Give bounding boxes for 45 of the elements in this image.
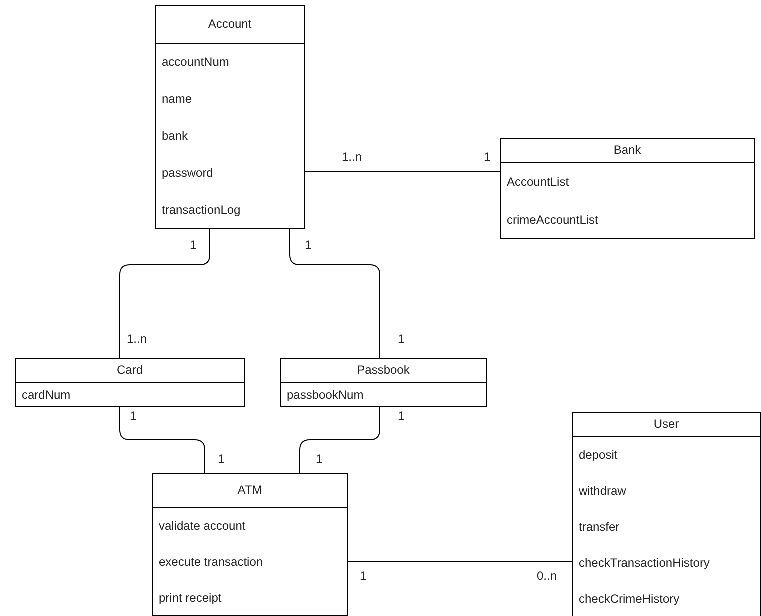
class-box	[15, 358, 245, 407]
attribute-text: transfer	[578, 519, 621, 536]
multiplicity-label: 1	[190, 238, 197, 252]
attribute-text: crimeAccountList	[506, 212, 600, 229]
attribute-text: execute transaction	[158, 554, 264, 571]
attribute-text: validate account	[158, 518, 247, 535]
class-name: Bank	[501, 139, 754, 163]
association-line	[120, 228, 210, 358]
class-name: Card	[16, 359, 244, 383]
attribute-text: passbookNum	[286, 387, 365, 404]
class-box	[500, 138, 755, 239]
class-box	[572, 412, 761, 616]
class-box	[152, 473, 348, 616]
attribute-text: withdraw	[578, 483, 628, 500]
attribute-text: accountNum	[161, 54, 230, 71]
multiplicity-label: 1	[398, 332, 405, 346]
multiplicity-label: 1	[130, 409, 137, 423]
association-line	[300, 406, 380, 474]
attribute-text: password	[161, 165, 214, 182]
multiplicity-label: 0..n	[537, 569, 558, 583]
class-name: User	[573, 413, 760, 437]
attribute-text: print receipt	[158, 590, 223, 607]
attribute-text: checkCrimeHistory	[578, 591, 681, 608]
attribute-text: deposit	[578, 447, 619, 464]
attribute-text: cardNum	[21, 387, 72, 404]
class-box	[280, 358, 487, 407]
multiplicity-label: 1	[484, 150, 491, 164]
multiplicity-label: 1	[316, 452, 323, 466]
class-name: Passbook	[281, 359, 486, 383]
association-line	[120, 406, 206, 474]
association-line	[290, 228, 380, 358]
attribute-text: AccountList	[506, 174, 570, 191]
class-box	[155, 5, 305, 229]
multiplicity-label: 1..n	[342, 150, 362, 164]
attribute-text: transactionLog	[161, 202, 242, 219]
attribute-text: name	[161, 91, 194, 108]
multiplicity-label: 1	[305, 238, 312, 252]
class-name: Account	[156, 6, 304, 44]
multiplicity-label: 1..n	[127, 332, 148, 346]
attribute-text: bank	[161, 128, 190, 145]
attribute-text: checkTransactionHistory	[578, 555, 711, 572]
multiplicity-label: 1	[398, 409, 405, 423]
class-name: ATM	[153, 474, 347, 508]
multiplicity-label: 1	[360, 569, 367, 583]
multiplicity-label: 1	[218, 452, 225, 466]
